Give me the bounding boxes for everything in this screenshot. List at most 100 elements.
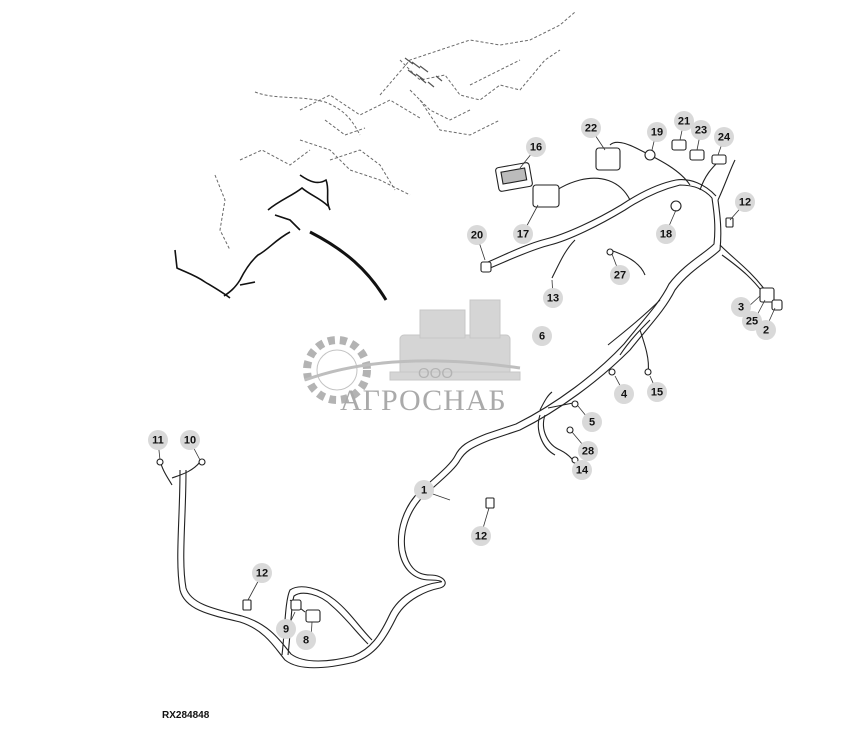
connector-2 [771,299,783,311]
callout-label: 17 [517,229,529,241]
inset-pointer-arc [309,230,388,301]
connector-10 [198,458,206,466]
callout-5: 5 [582,412,602,432]
callout-bubble [582,412,602,432]
callout-label: 25 [746,316,758,328]
connector-17 [532,184,560,208]
callout-bubble [581,118,601,138]
lower-left-branch [159,459,373,656]
callout-label: 20 [471,230,483,242]
callout-25: 25 [742,311,762,331]
callout-23: 23 [691,120,711,140]
callout-bubble [296,630,316,650]
connector-20 [480,261,492,273]
callout-19: 19 [647,122,667,142]
callout-12: 12 [735,192,755,212]
callout-11: 11 [148,430,168,450]
connector-12-lower [242,599,252,611]
callout-1: 1 [414,480,434,500]
callout-22: 22 [581,118,601,138]
callout-label: 19 [651,127,663,139]
callout-bubble [543,288,563,308]
callout-16: 16 [526,137,546,157]
figure-id: RX284848 [162,710,210,721]
callout-label: 6 [539,331,545,343]
ring-terminal-4 [608,368,616,376]
callout-label: 21 [678,116,690,128]
callout-bubble [180,430,200,450]
callout-bubble [656,224,676,244]
callout-8: 8 [296,630,316,650]
callout-bubble [691,120,711,140]
connector-8 [305,609,321,623]
callout-28: 28 [578,441,598,461]
callout-label: 8 [303,635,309,647]
callout-label: 4 [621,389,628,401]
callout-20: 20 [467,225,487,245]
callout-15: 15 [647,382,667,402]
callout-bubble [526,137,546,157]
connector-18 [670,200,682,212]
callout-17: 17 [513,224,533,244]
connector-12-mid [485,497,495,509]
inset-harness [174,174,331,299]
callout-label: 9 [283,624,289,636]
main-harness [177,197,722,669]
callout-bubble [252,563,272,583]
callout-12: 12 [471,526,491,546]
callout-label: 2 [763,325,769,337]
callout-label: 10 [184,435,196,447]
callout-bubble [610,265,630,285]
watermark-swoosh [304,359,521,382]
ring-terminal-27 [606,248,614,256]
callout-bubble [647,122,667,142]
callout-label: 11 [152,435,164,447]
callout-bubble [467,225,487,245]
callout-21: 21 [674,111,694,131]
callout-3: 3 [731,297,751,317]
callout-label: 1 [421,485,427,497]
connector-23 [689,149,705,161]
callout-4: 4 [614,384,634,404]
callout-bubble [714,127,734,147]
connector-22 [595,147,621,171]
callout-bubble [513,224,533,244]
callout-label: 27 [614,270,626,282]
callout-bubble [731,297,751,317]
callout-label: 15 [651,387,663,399]
callout-label: 3 [738,302,744,314]
callout-bubble [572,460,592,480]
callout-label: 14 [576,465,589,477]
watermark-company-prefix: ООО [418,365,453,382]
callout-27: 27 [610,265,630,285]
callout-label: 22 [585,123,597,135]
callout-label: 28 [582,446,594,458]
ring-terminal-28 [566,426,574,434]
callout-bubble [674,111,694,131]
callout-bubble [414,480,434,500]
combine-harvester-icon [389,299,521,381]
callout-bubble [532,326,552,346]
callout-bubble [735,192,755,212]
connector-25 [759,287,775,303]
upper-branches [487,141,769,373]
connectors [156,139,783,623]
connector-19 [644,149,656,161]
ring-terminal-15 [644,368,652,376]
callout-bubble [647,382,667,402]
watermark-company-name: АГРОСНАБ [340,384,507,417]
callout-label: 12 [256,568,268,580]
callout-bubble [742,311,762,331]
callout-label: 13 [547,293,559,305]
callout-12: 12 [252,563,272,583]
callout-14: 14 [572,460,592,480]
callout-label: 18 [660,229,672,241]
connector-21 [671,139,687,151]
callout-label: 16 [530,142,542,154]
callout-label: 5 [589,417,595,429]
callout-label: 24 [718,132,731,144]
callout-bubble [276,619,296,639]
callout-bubble [614,384,634,404]
